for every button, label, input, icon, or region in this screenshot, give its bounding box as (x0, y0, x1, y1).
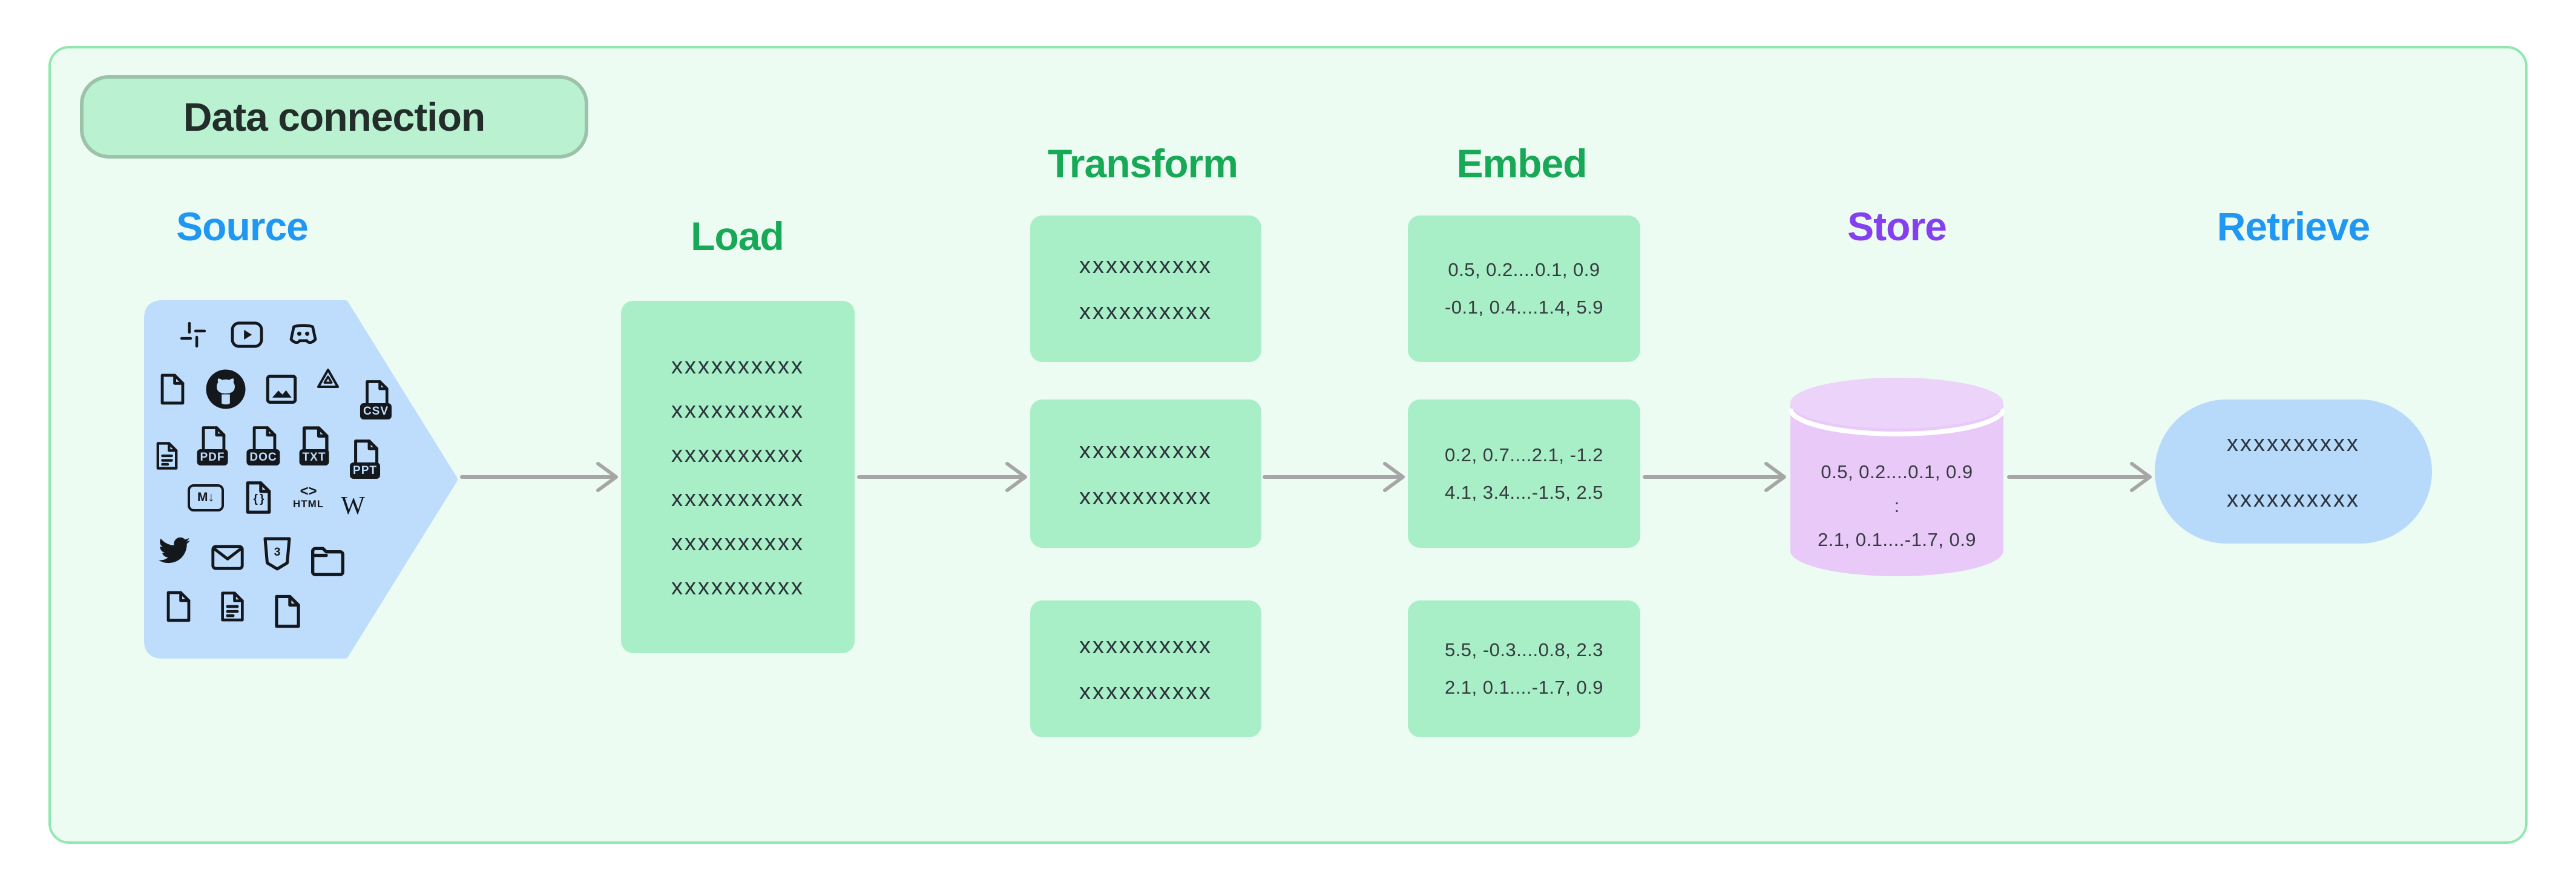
github-icon (202, 366, 249, 413)
load-box: xxxxxxxxxx xxxxxxxxxx xxxxxxxxxx xxxxxxx… (621, 301, 855, 653)
image-icon (263, 372, 300, 407)
retrieve-heading: Retrieve (2216, 204, 2370, 249)
pdf-file-icon: PDF (192, 426, 232, 467)
file-icon (162, 589, 195, 624)
embed-box-2: 0.2, 0.7....2.1, -1.2 4.1, 3.4....-1.5, … (1408, 399, 1640, 548)
retrieve-box: xxxxxxxxxx xxxxxxxxxx (2155, 399, 2432, 544)
css3-icon: 3 (261, 536, 293, 572)
file-text-icon (217, 590, 248, 623)
store-values: 0.5, 0.2....0.1, 0.9 : 2.1, 0.1....-1.7,… (1817, 461, 1977, 550)
transform-heading: Transform (1048, 141, 1238, 186)
json-file-icon: { } (241, 478, 276, 517)
txt-file-icon: TXT (294, 426, 334, 467)
embed-heading: Embed (1456, 141, 1587, 186)
load-heading: Load (691, 214, 784, 258)
source-icons: CSV PDF DOC TXT PPT (153, 310, 419, 634)
flow-arrow-source-load (460, 462, 618, 492)
diagram-title-badge: Data connection (80, 75, 588, 159)
wikipedia-icon: W (341, 492, 365, 520)
source-icons-row (153, 579, 419, 634)
youtube-icon (229, 320, 265, 349)
diagram-title: Data connection (183, 94, 485, 139)
file-icon (156, 372, 189, 407)
source-icons-row: 3 (153, 522, 419, 579)
ppt-file-icon: PPT (345, 439, 385, 480)
store-cylinder (1789, 378, 2005, 576)
flow-arrow-store-retrieve (2007, 462, 2152, 492)
embed-box-1: 0.5, 0.2....0.1, 0.9 -0.1, 0.4....1.4, 5… (1408, 215, 1640, 362)
folder-icon (309, 544, 347, 576)
markdown-icon: M↓ (188, 484, 224, 511)
file-text-icon (153, 440, 182, 472)
transform-box-3: xxxxxxxxxx xxxxxxxxxx (1030, 600, 1261, 737)
discord-icon (284, 318, 322, 352)
data-connection-panel (48, 46, 2528, 844)
source-icons-row (153, 310, 419, 360)
file-icon (270, 593, 305, 630)
flow-arrow-load-transform (857, 462, 1027, 492)
google-drive-icon (314, 366, 343, 393)
source-icons-row: M↓ { } <> HTML W (153, 473, 419, 522)
source-icons-row: CSV (153, 360, 419, 419)
flow-arrow-embed-store (1643, 462, 1786, 492)
store-heading: Store (1847, 204, 1947, 249)
embed-box-3: 5.5, -0.3....0.8, 2.3 2.1, 0.1....-1.7, … (1408, 600, 1640, 737)
source-heading: Source (176, 204, 309, 249)
doc-file-icon: DOC (243, 426, 283, 467)
source-icons-row: PDF DOC TXT PPT (153, 419, 419, 479)
csv-file-icon: CSV (356, 380, 396, 421)
flow-arrow-transform-embed (1263, 462, 1405, 492)
mail-icon (209, 544, 246, 571)
html-icon: <> HTML (293, 483, 324, 510)
transform-box-1: xxxxxxxxxx xxxxxxxxxx (1030, 215, 1261, 362)
slack-icon (177, 318, 209, 351)
transform-box-2: xxxxxxxxxx xxxxxxxxxx (1030, 399, 1261, 548)
twitter-icon (154, 533, 194, 568)
